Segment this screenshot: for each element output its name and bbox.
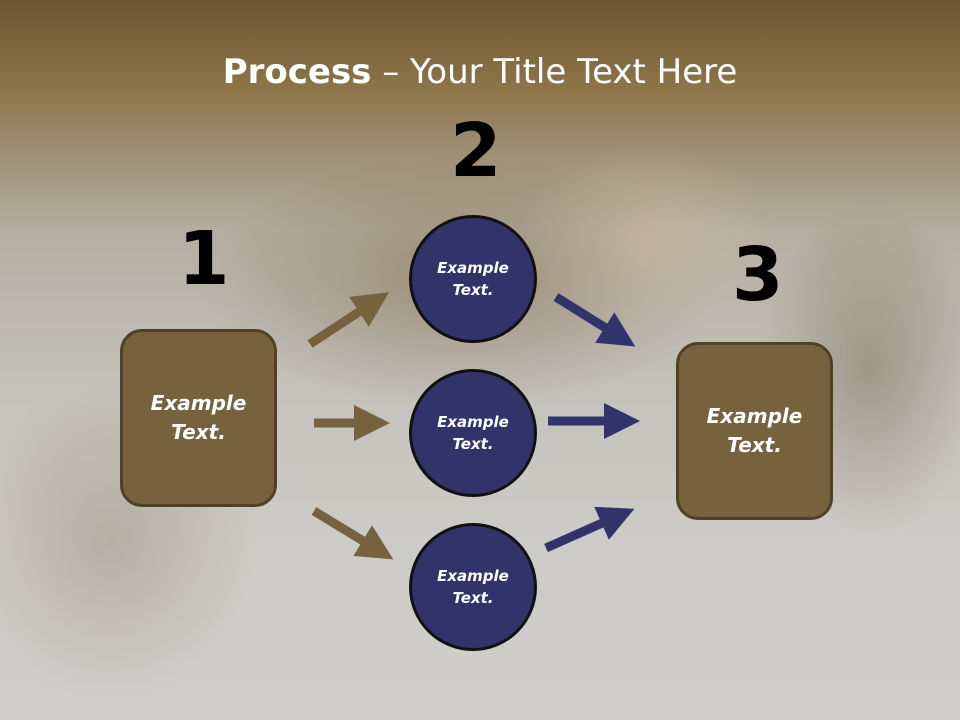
arrow-2-top-to-3 <box>553 293 636 347</box>
arrow-2-bottom-to-3 <box>544 506 635 553</box>
step-2-circle-middle: Example Text. <box>409 369 537 497</box>
title-rest-text: – Your Title Text Here <box>371 52 738 92</box>
step-3-text: Example Text. <box>706 404 803 457</box>
step-2-text-bottom: Example Text. <box>437 566 509 608</box>
slide-title: Process – Your Title Text Here <box>0 52 960 92</box>
step-1-box: Example Text. <box>120 329 277 507</box>
arrow-1-to-2-bottom <box>311 507 394 560</box>
step-number-3: 3 <box>732 232 784 318</box>
title-bold-text: Process <box>222 52 372 92</box>
arrow-1-to-2-top <box>307 292 390 348</box>
step-2-circle-bottom: Example Text. <box>409 523 537 651</box>
step-number-2: 2 <box>450 108 502 194</box>
step-2-text-middle: Example Text. <box>437 412 509 454</box>
step-2-circle-top: Example Text. <box>409 215 537 343</box>
step-number-1: 1 <box>178 216 230 302</box>
step-2-text-top: Example Text. <box>437 258 509 300</box>
step-1-text: Example Text. <box>150 391 247 444</box>
step-3-box: Example Text. <box>676 342 833 520</box>
